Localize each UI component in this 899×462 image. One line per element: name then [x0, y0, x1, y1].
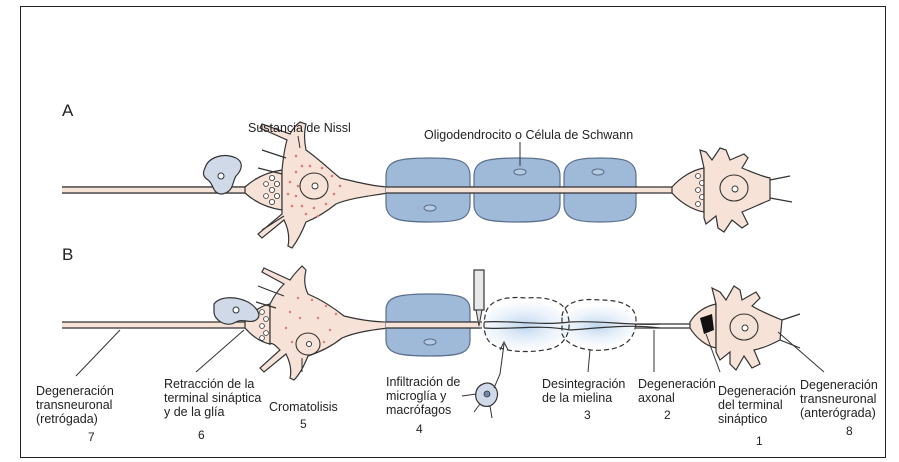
macrophage-cell: [462, 342, 508, 418]
label-retrograde: Degeneración transneuronal (retrógada): [36, 384, 114, 426]
label-chromatolysis: Cromatolisis: [269, 400, 338, 414]
panel-label-a: A: [62, 104, 73, 118]
label-myelin-disintegration: Desintegración de la mielina: [542, 377, 625, 405]
number-3: 3: [584, 408, 591, 422]
number-5: 5: [300, 417, 307, 431]
label-axonal-degeneration: Degeneración axonal: [638, 377, 716, 405]
label-nissl: Sustancia de Nissl: [248, 121, 351, 135]
myelin-degenerating-b: [479, 298, 660, 352]
panel-label-b: B: [62, 248, 73, 262]
label-anterograde: Degeneración transneuronal (anterógrada): [800, 378, 878, 420]
number-8: 8: [846, 424, 853, 438]
number-1: 1: [756, 434, 763, 448]
label-infiltration: Infiltración de microglía y macrófagos: [386, 375, 460, 417]
number-7: 7: [88, 430, 95, 444]
label-oligodendrocyte: Oligodendrocito o Célula de Schwann: [424, 128, 633, 142]
presynaptic-terminal-a: [245, 170, 282, 210]
neuron-soma-b: [260, 266, 388, 380]
number-2: 2: [664, 408, 671, 422]
label-terminal-degeneration: Degeneración del terminal sináptico: [718, 384, 796, 426]
number-6: 6: [198, 428, 205, 442]
label-retraction: Retracción de la terminal sináptica y de…: [164, 377, 261, 419]
number-4: 4: [416, 422, 423, 436]
